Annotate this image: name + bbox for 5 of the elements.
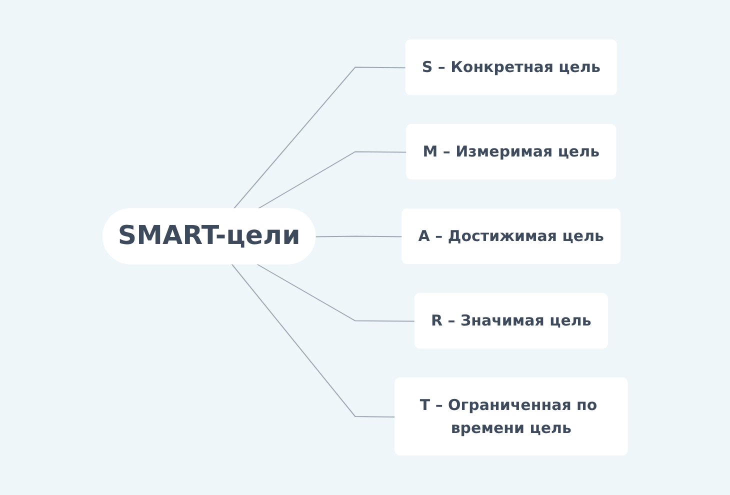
connector (232, 66, 407, 210)
connector (256, 151, 408, 210)
connector (256, 264, 416, 322)
connector (315, 236, 404, 238)
connector (231, 264, 396, 418)
